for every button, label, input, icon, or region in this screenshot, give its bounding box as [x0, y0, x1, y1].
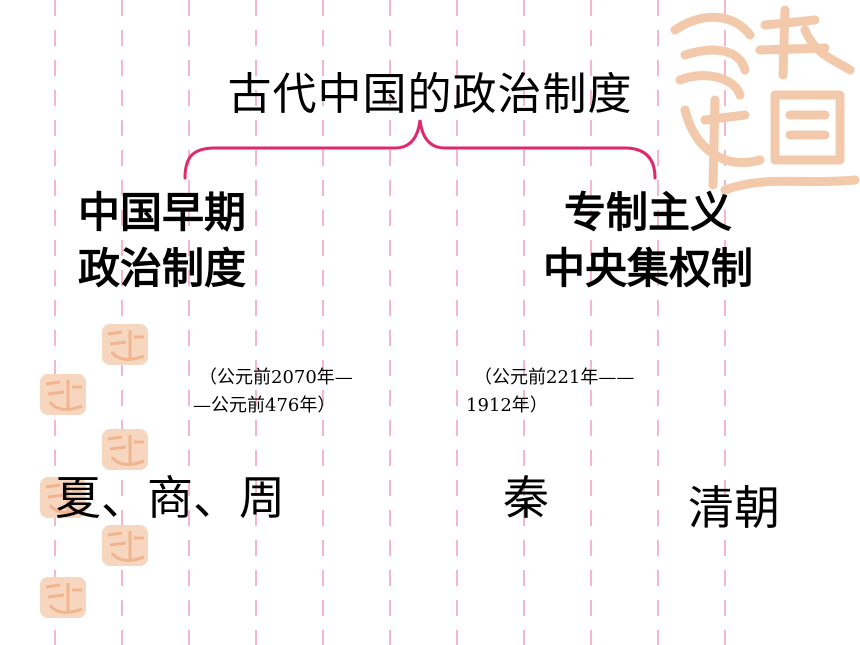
heading-line: 专制主义 — [563, 188, 732, 237]
heading-line: 政治制度 — [78, 244, 247, 293]
auspicious-seal-large — [670, 5, 860, 195]
auspicious-seal-small — [102, 525, 148, 566]
centralized-autocracy-heading: 专制主义 中央集权制 — [528, 185, 768, 297]
heading-line: 中央集权制 — [542, 244, 753, 293]
slide-title: 古代中国的政治制度 — [227, 69, 633, 120]
period-line: （公元前221年—— — [474, 367, 635, 388]
early-period-range: （公元前2070年— —公元前476年） — [193, 364, 388, 420]
period-line: —公元前476年） — [193, 395, 336, 416]
auspicious-seal-small — [102, 324, 148, 365]
auspicious-seal-small — [40, 577, 86, 618]
auspicious-seal-small — [102, 429, 148, 470]
period-line: 1912年） — [466, 395, 548, 416]
imperial-period-range: （公元前221年—— 1912年） — [466, 364, 676, 420]
auspicious-seal-small — [40, 374, 86, 415]
qing-dynasty: 清朝 — [688, 481, 780, 535]
heading-line: 中国早期 — [78, 188, 247, 237]
early-political-system-heading: 中国早期 政治制度 — [78, 185, 246, 297]
auspicious-seal-small — [40, 477, 86, 518]
qin-dynasty: 秦 — [503, 471, 549, 525]
period-line: （公元前2070年— — [199, 367, 353, 388]
early-dynasties: 夏、商、周 — [55, 471, 285, 525]
curly-brace-connector — [183, 119, 657, 180]
